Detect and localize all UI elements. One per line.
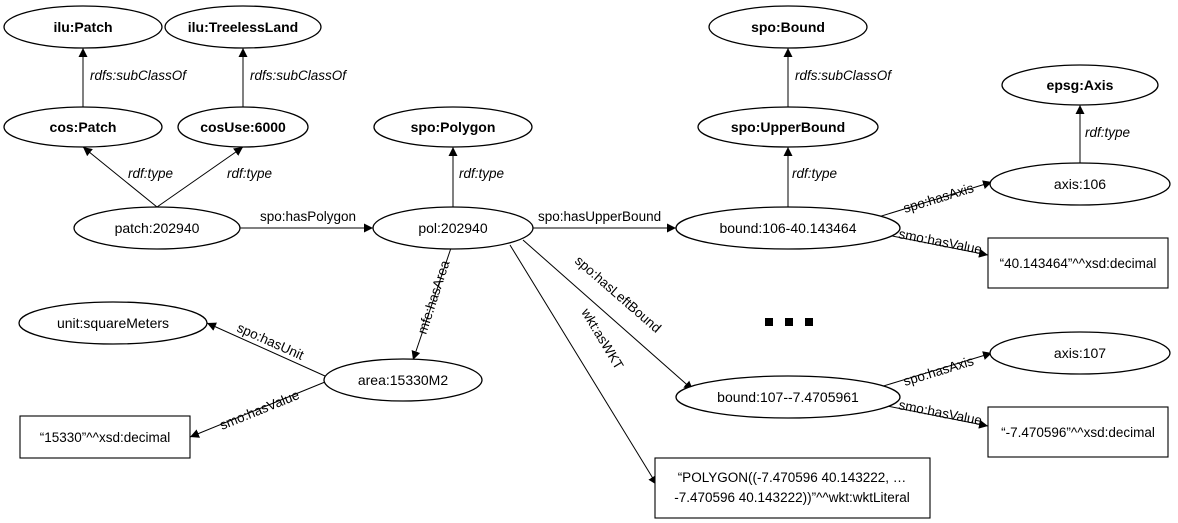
edge-label-type-2: rdf:type — [227, 166, 272, 181]
edge-label-has-value-1: smo:hasValue — [897, 226, 983, 257]
edge-label-has-value-3: smo:hasValue — [897, 397, 983, 428]
edge-pol-aswkt-polygonlit — [509, 244, 658, 486]
instance-node-bound-107: bound:107--7.4705961 — [675, 375, 901, 419]
node-label: axis:106 — [1054, 176, 1106, 192]
ellipsis-dot — [805, 318, 813, 326]
edge-label-has-value-2: smo:hasValue — [218, 387, 302, 433]
edge-area-hasunit-unit — [206, 322, 326, 377]
ellipsis-dot — [765, 318, 773, 326]
ellipsis-dot — [785, 318, 793, 326]
literal-value: “15330”^^xsd:decimal — [40, 430, 170, 445]
class-node-spo-bound: spo:Bound — [708, 5, 868, 49]
edge-label-has-area: mfe:hasArea — [415, 258, 453, 336]
edge-patch-type-cosuse — [156, 146, 244, 208]
node-label: cos:Patch — [50, 119, 117, 135]
edge-label-has-unit: spo:hasUnit — [235, 320, 306, 363]
edge-label-as-wkt: wkt:asWKT — [578, 305, 627, 372]
node-label: patch:202940 — [115, 220, 200, 236]
node-label: epsg:Axis — [1047, 77, 1114, 93]
node-label: pol:202940 — [418, 220, 488, 236]
instance-node-bound-106: bound:106-40.143464 — [675, 206, 901, 250]
instance-node-unit-squaremeters: unit:squareMeters — [18, 301, 208, 345]
edge-label-has-upper-bound: spo:hasUpperBound — [538, 209, 661, 224]
literal-value: “-7.470596”^^xsd:decimal — [1001, 425, 1155, 440]
class-node-cosuse-6000: cosUse:6000 — [177, 106, 309, 148]
node-label: bound:106-40.143464 — [719, 220, 856, 236]
edge-label-subclass-3: rdfs:subClassOf — [795, 68, 892, 83]
edge-label-subclass-1: rdfs:subClassOf — [90, 68, 187, 83]
node-label: spo:Bound — [751, 19, 825, 35]
edge-label-subclass-2: rdfs:subClassOf — [250, 68, 347, 83]
node-label: bound:107--7.4705961 — [717, 389, 859, 405]
class-node-ilu-treelessland: ilu:TreelessLand — [164, 5, 322, 49]
instance-node-patch: patch:202940 — [73, 206, 241, 250]
class-node-ilu-patch: ilu:Patch — [3, 5, 163, 49]
edge-pol-hasarea-area — [411, 247, 452, 361]
class-node-spo-polygon: spo:Polygon — [373, 106, 533, 148]
edge-label-type-5: rdf:type — [1085, 125, 1130, 140]
literal-box-15330: “15330”^^xsd:decimal — [19, 415, 191, 459]
instance-node-pol: pol:202940 — [372, 206, 534, 250]
node-label: area:15330M2 — [358, 372, 449, 388]
edge-bound106-hasaxis-axis106 — [861, 180, 993, 223]
edge-patch-type-cospatch — [82, 146, 158, 208]
edge-label-type-1: rdf:type — [128, 166, 173, 181]
node-label: axis:107 — [1054, 345, 1106, 361]
edge-label-has-axis-1: spo:hasAxis — [901, 180, 975, 216]
edge-label-has-polygon: spo:hasPolygon — [260, 209, 356, 224]
literal-box-neg-7-470596: “-7.470596”^^xsd:decimal — [987, 406, 1169, 458]
node-label: ilu:Patch — [53, 19, 112, 35]
edge-area-hasvalue-lit15330 — [189, 381, 326, 438]
edge-bound107-hasaxis-axis107 — [866, 351, 993, 392]
node-label: spo:Polygon — [411, 119, 496, 135]
literal-box-polygon-wkt: “POLYGON((-7.470596 40.143222, … -7.4705… — [654, 457, 931, 519]
edge-pol-hasleftbound-bound107 — [522, 239, 694, 391]
edge-label-type-3: rdf:type — [459, 166, 504, 181]
instance-node-axis-107: axis:107 — [989, 331, 1171, 375]
node-label: spo:UpperBound — [731, 119, 845, 135]
literal-value: “40.143464”^^xsd:decimal — [1000, 256, 1157, 271]
node-label: ilu:TreelessLand — [188, 19, 298, 35]
literal-value-line-1: “POLYGON((-7.470596 40.143222, … — [678, 470, 907, 485]
literal-box-40-143464: “40.143464”^^xsd:decimal — [987, 237, 1169, 289]
node-label: unit:squareMeters — [57, 315, 169, 331]
edge-bound107-hasvalue-litneg7 — [871, 402, 989, 429]
literal-value-line-2: -7.470596 40.143222))”^^wkt:wktLiteral — [674, 490, 910, 505]
ellipsis-more-bounds — [765, 318, 813, 326]
class-node-epsg-axis: epsg:Axis — [1001, 64, 1159, 106]
edge-label-has-axis-2: spo:hasAxis — [901, 353, 975, 389]
edge-label-type-4: rdf:type — [792, 166, 837, 181]
instance-node-area: area:15330M2 — [323, 358, 483, 402]
node-label: cosUse:6000 — [200, 119, 286, 135]
class-node-spo-upperbound: spo:UpperBound — [697, 106, 879, 148]
instance-node-axis-106: axis:106 — [989, 162, 1171, 206]
class-node-cos-patch: cos:Patch — [3, 106, 163, 148]
